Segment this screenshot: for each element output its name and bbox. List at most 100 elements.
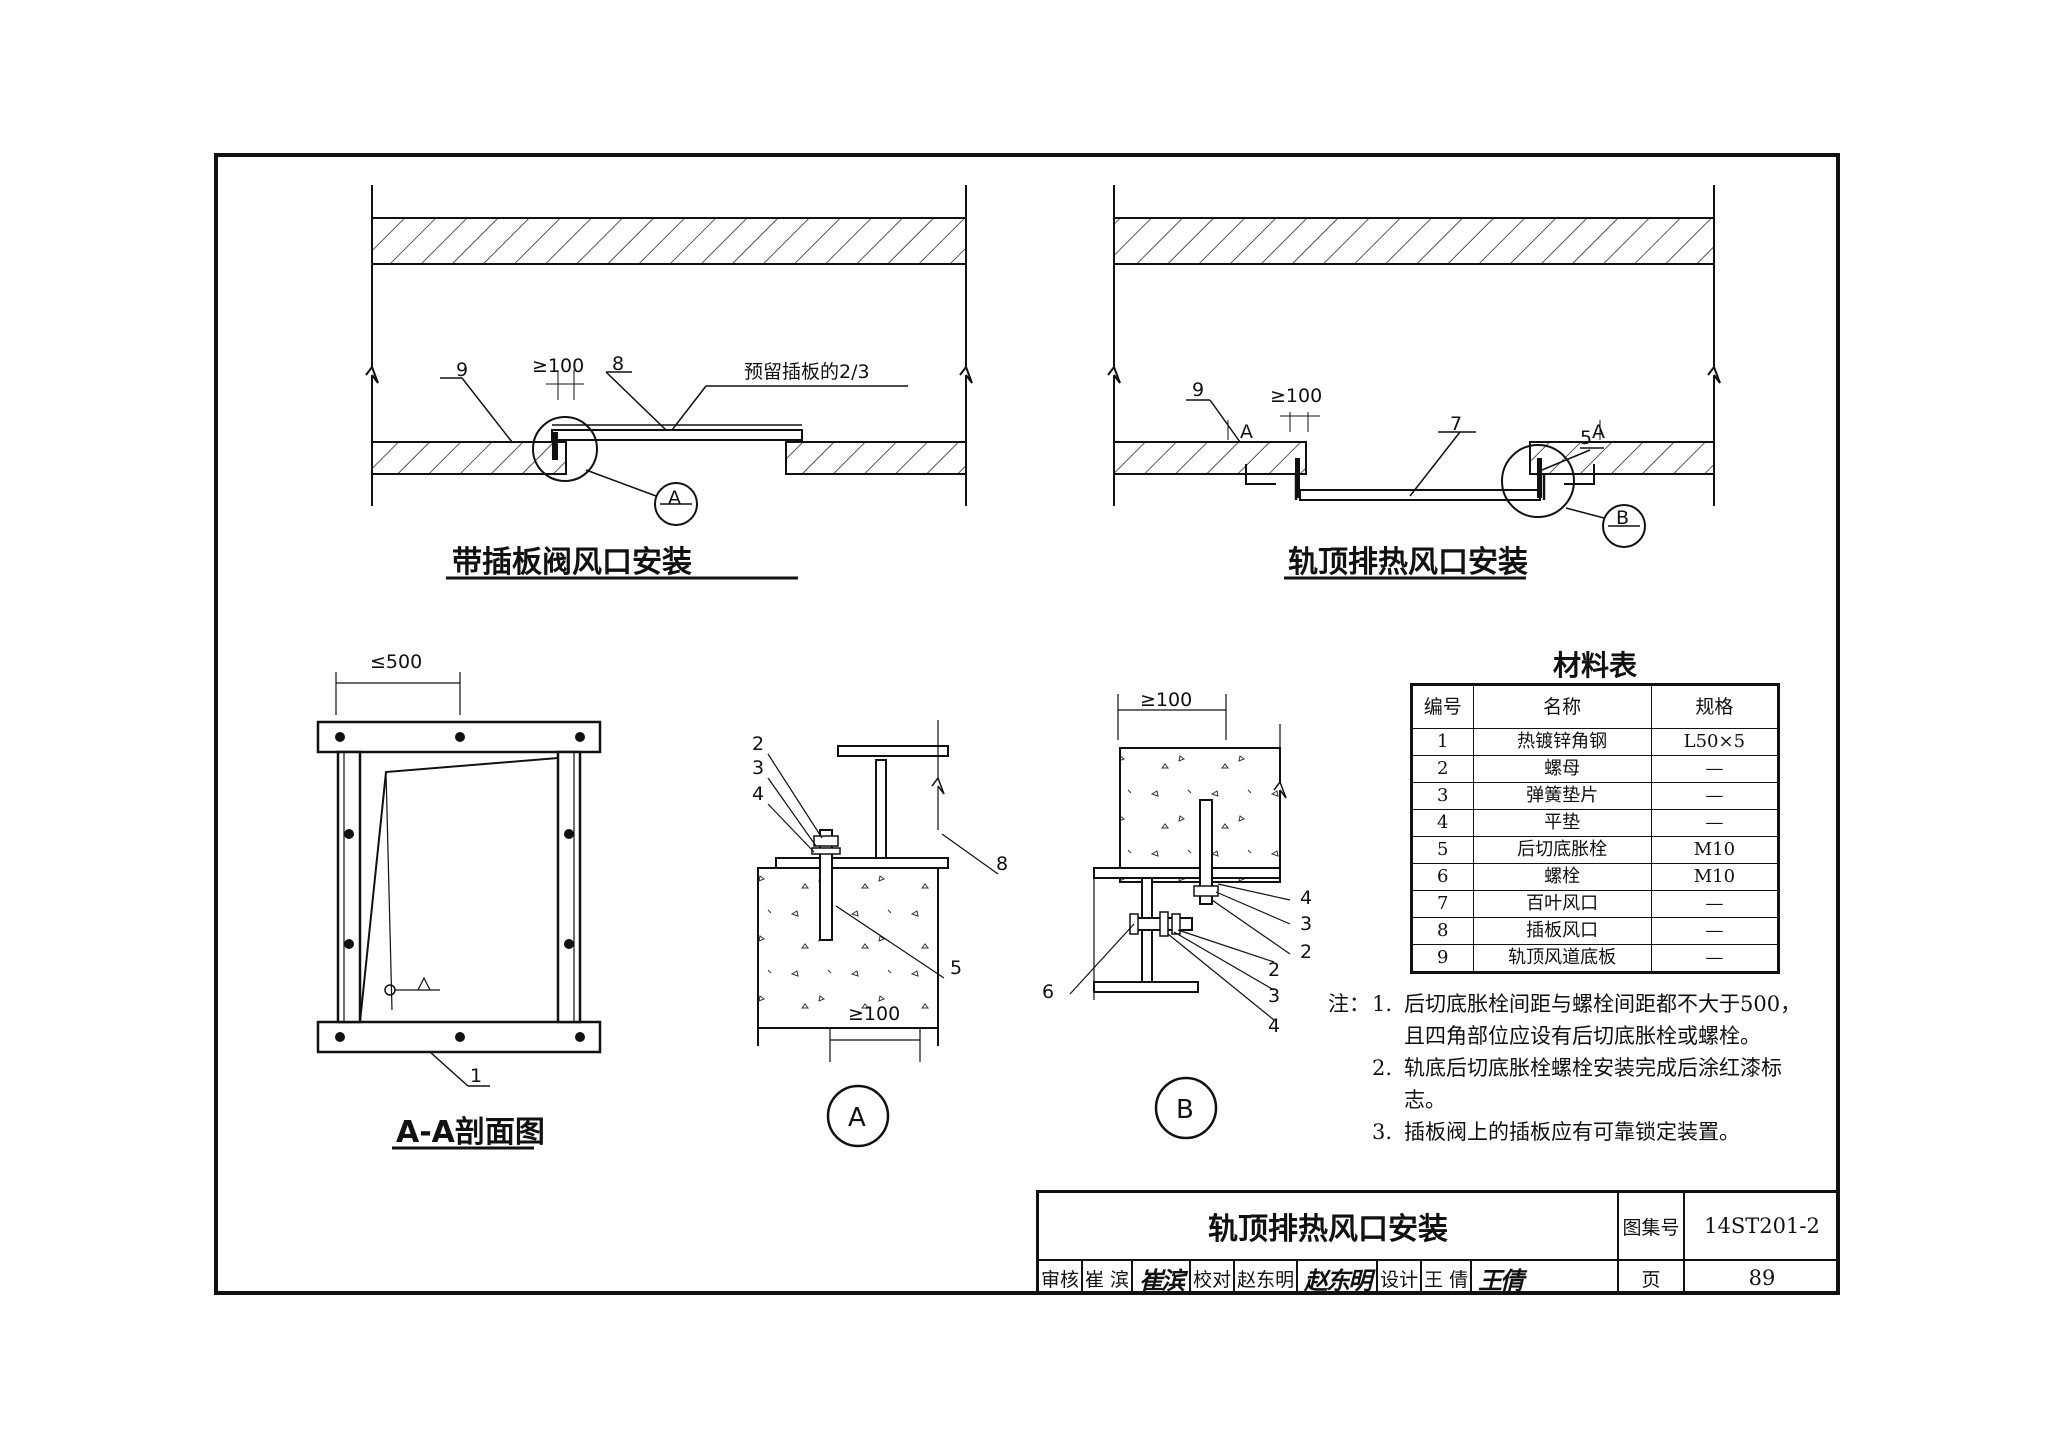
cell-number: 7 [1411,890,1474,918]
detail-b-circle [1154,1076,1218,1140]
cell-spec: — [1650,755,1780,783]
section-item-1: 1 [470,1065,482,1087]
detail-b-item-2a: 2 [1300,941,1312,963]
detail-b [1069,694,1291,1140]
note-2: 2. 轨底后切底胀栓螺栓安装完成后涂红漆标志。 [1328,1052,1808,1116]
detail-a-item-2: 2 [752,733,764,755]
view1-item-8: 8 [612,353,624,375]
cell-number: 8 [1411,917,1474,945]
note-number: 1. [1372,992,1393,1016]
detail-b-label: B [1176,1095,1194,1125]
cell-number: 6 [1411,863,1474,891]
cell-name: 后切底胀栓 [1472,836,1652,864]
view2-item-5: 5 [1580,427,1592,449]
cell-number: 9 [1411,944,1474,973]
cell-spec: M10 [1650,836,1780,864]
detail-a-dim: ≥100 [848,1003,900,1025]
note-number: 2. [1372,1056,1393,1080]
col-name: 名称 [1472,684,1652,729]
cell-name: 螺母 [1472,755,1652,783]
view1-note: 预留插板的2/3 [744,361,870,383]
view1-item-9: 9 [456,359,468,381]
materials-header-row: 编号 名称 规格 [1411,684,1780,729]
section-dim: ≤500 [370,651,422,673]
cell-name: 百叶风口 [1472,890,1652,918]
view-1-plug-valve [365,185,973,580]
detail-a-item-5: 5 [950,957,962,979]
check-label: 校对 [1193,1268,1232,1291]
cell-number: 4 [1411,809,1474,837]
detail-a-label: A [848,1103,866,1133]
view2-section-right: A [1592,421,1605,443]
view2-callout-letter: B [1616,507,1629,529]
reviewer-signature: 崔滨 [1139,1265,1185,1295]
cell-spec: — [1650,944,1780,973]
note-3: 3. 插板阀上的插板应有可靠锁定装置。 [1328,1116,1808,1148]
col-number: 编号 [1411,684,1474,729]
cell-number: 2 [1411,755,1474,783]
cell-name: 螺栓 [1472,863,1652,891]
atlas-number: 14ST201-2 [1685,1193,1839,1261]
checker-name: 赵东明 [1237,1268,1295,1291]
cell-spec: — [1650,917,1780,945]
note-text: 插板阀上的插板应有可靠锁定装置。 [1404,1120,1740,1144]
cell-spec: — [1650,890,1780,918]
cell-name: 弹簧垫片 [1472,782,1652,810]
detail-b-item-4b: 4 [1268,1015,1280,1037]
view2-item-7: 7 [1450,413,1462,435]
cell-number: 1 [1411,728,1474,756]
cell-number: 3 [1411,782,1474,810]
view2-item-9: 9 [1192,379,1204,401]
view1-callout-letter: A [668,487,681,509]
cell-spec: — [1650,782,1780,810]
page-label: 页 [1619,1261,1685,1295]
plug-damper [551,429,803,441]
materials-title: 材料表 [1552,649,1637,682]
detail-a [757,720,999,1148]
duct-floor-left [371,441,567,475]
detail-b-item-3b: 3 [1268,985,1280,1007]
design-label: 设计 [1380,1268,1419,1291]
sheet-title: 轨顶排热风口安装 [1039,1193,1619,1261]
view1-title: 带插板阀风口安装 [452,545,692,580]
cell-name: 轨顶风道底板 [1472,944,1652,973]
detail-a-item-4: 4 [752,783,764,805]
section-a-a [316,672,602,1150]
view2-dim: ≥100 [1270,385,1322,407]
note-text: 轨底后切底胀栓螺栓安装完成后涂红漆标志。 [1404,1056,1782,1112]
cell-name: 平垫 [1472,809,1652,837]
cell-name: 热镀锌角钢 [1472,728,1652,756]
notes-lead: 注： [1328,992,1370,1016]
detail-a-circle [826,1084,890,1148]
view-2-exhaust-outlet [1107,185,1721,580]
note-number: 3. [1372,1120,1393,1144]
reviewer-name: 崔 滨 [1085,1268,1130,1291]
ceiling-slab-2 [1113,217,1715,265]
cell-spec: — [1650,809,1780,837]
drawing-frame [214,153,1840,1295]
cell-name: 插板风口 [1472,917,1652,945]
col-spec: 规格 [1650,684,1780,729]
detail-b-item-2b: 2 [1268,959,1280,981]
designer-signature: 王倩 [1478,1265,1524,1295]
cell-spec: M10 [1650,863,1780,891]
title-block: 轨顶排热风口安装 图集号 14ST201-2 审核 崔 滨 崔滨 校对 赵东明 … [1036,1190,1839,1295]
detail-b-item-3a: 3 [1300,913,1312,935]
detail-b-item-6: 6 [1042,981,1054,1003]
detail-b-item-4a: 4 [1300,887,1312,909]
notes: 注： 1. 后切底胀栓间距与螺栓间距都不大于500，且四角部位应设有后切底胀栓或… [1328,988,1808,1148]
section-title: A-A剖面图 [396,1115,545,1150]
checker-signature: 赵东明 [1304,1265,1372,1295]
view2-title: 轨顶排热风口安装 [1288,545,1528,580]
